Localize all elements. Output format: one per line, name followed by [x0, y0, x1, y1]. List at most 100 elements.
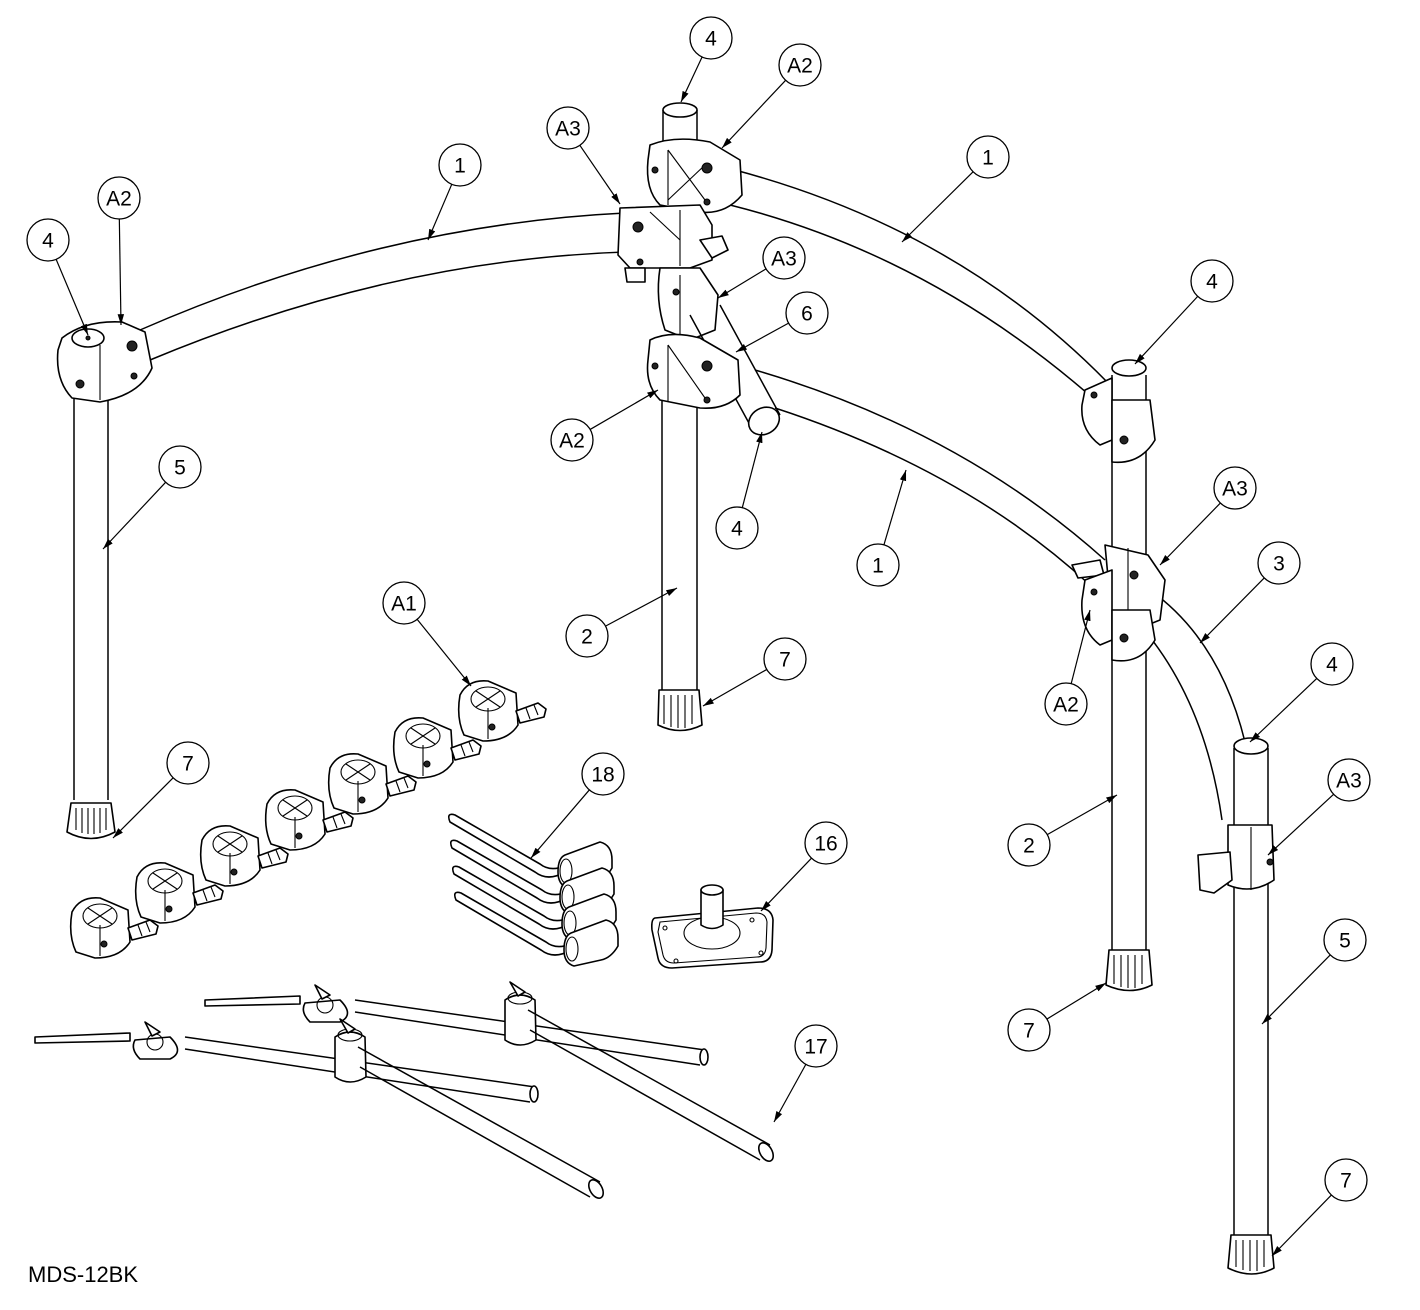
callout-mount-plate: 16 — [760, 821, 848, 912]
callout-label: 3 — [1273, 553, 1285, 576]
center-top-end-cap — [662, 102, 698, 118]
callout-bubble — [794, 1024, 838, 1068]
callout-bubble — [97, 176, 141, 220]
callout-center-mid-clamp: A3 — [717, 236, 806, 299]
callout-label: A2 — [559, 430, 585, 453]
callout-label: 4 — [42, 230, 54, 253]
callout-label: 5 — [174, 457, 186, 480]
right-lower-clamp — [1081, 569, 1156, 662]
leader-line — [1134, 295, 1199, 365]
side-leg-foot — [1227, 1234, 1275, 1275]
callout-label: 4 — [731, 518, 743, 541]
callout-label: 1 — [454, 155, 466, 178]
callout-bubble — [1257, 541, 1301, 585]
leader-line — [102, 481, 167, 550]
callout-bubble — [1324, 1158, 1368, 1202]
callout-label: A3 — [771, 248, 797, 271]
callout-label: 7 — [182, 753, 194, 776]
right-upper-curved-bar — [729, 169, 1111, 401]
tom-clamps — [69, 679, 547, 959]
callout-bubble — [166, 741, 210, 785]
tom-clamp — [457, 679, 547, 742]
leader-line — [1249, 678, 1318, 743]
leader-line — [117, 218, 125, 326]
callout-l-rods: 18 — [530, 752, 625, 859]
left-curved-bar — [139, 212, 626, 361]
callout-center-upper-clamp: A3 — [546, 106, 621, 205]
callout-bubble — [158, 445, 202, 489]
tom-clamp — [69, 896, 159, 959]
callout-center-top-end-cap: 4 — [680, 16, 733, 103]
leader-line — [702, 668, 768, 707]
callout-bubble — [1044, 682, 1088, 726]
leader-line — [1070, 609, 1091, 684]
side-leg-clamp — [1197, 824, 1275, 894]
right-leg-foot — [1105, 949, 1153, 992]
leader-line — [1046, 982, 1107, 1020]
tom-clamp — [264, 788, 354, 851]
model-number-label: MDS-12BK — [28, 1262, 139, 1287]
callout-label: 17 — [804, 1036, 827, 1059]
callout-bubble — [1007, 1008, 1051, 1052]
mount-plate — [651, 884, 774, 969]
callout-extension-bar-end-cap: 4 — [715, 431, 763, 550]
leader-line — [1271, 1194, 1332, 1257]
callout-label: A2 — [787, 55, 813, 78]
callout-label: 1 — [872, 555, 884, 578]
callout-layer: 4A21A34A21A36A2414A3A234A357272757A11816… — [26, 16, 1371, 1257]
callout-left-leg: 5 — [102, 445, 202, 550]
leader-line — [579, 144, 621, 205]
leader-line — [1046, 794, 1118, 836]
callout-bubble — [565, 614, 609, 658]
callout-bubble — [778, 43, 822, 87]
callout-label: 5 — [1339, 930, 1351, 953]
leader-line — [1267, 793, 1334, 856]
callout-center-top-clamp: A2 — [721, 43, 822, 149]
callout-side-curved-bar: 3 — [1199, 541, 1301, 644]
callout-left-top-end-cap: 4 — [26, 218, 89, 336]
callout-center-lower-clamp: A2 — [550, 389, 659, 462]
cymbal-boom-arms — [34, 981, 775, 1199]
center-leg-foot — [657, 689, 703, 732]
callout-bubble — [689, 16, 733, 60]
callout-bubble — [762, 236, 806, 280]
callout-side-leg-clamp: A3 — [1267, 758, 1371, 856]
tom-clamp — [134, 861, 224, 924]
leader-line — [589, 389, 659, 430]
boom-arm — [34, 1018, 605, 1199]
callout-bubble — [382, 581, 426, 625]
leader-line — [1261, 954, 1331, 1025]
callout-bubble — [1007, 823, 1051, 867]
callout-right-mid-clamp: A3 — [1159, 466, 1257, 566]
callout-right-lower-curved-bar: 1 — [856, 469, 907, 587]
callout-label: 2 — [581, 626, 593, 649]
tom-clamp — [199, 824, 289, 887]
right-leg — [1111, 375, 1147, 950]
callout-left-curved-bar: 1 — [427, 143, 482, 241]
extension-bar-end-cap — [747, 406, 781, 436]
callout-center-leg-foot: 7 — [702, 637, 807, 707]
callout-left-leg-foot: 7 — [112, 741, 210, 839]
tom-clamp — [327, 752, 417, 815]
callout-bubble — [1323, 918, 1367, 962]
callout-left-corner-clamp: A2 — [97, 176, 141, 326]
callout-bubble — [1310, 642, 1354, 686]
center-top-clamp — [646, 138, 743, 214]
boom-arm — [204, 981, 775, 1162]
callout-bubble — [804, 821, 848, 865]
callout-side-leg: 5 — [1261, 918, 1367, 1025]
callout-bubble — [546, 106, 590, 150]
center-leg — [661, 395, 698, 690]
right-top-clamp — [1081, 377, 1156, 464]
callout-cymbal-boom-arms: 17 — [773, 1024, 838, 1123]
callout-bubble — [856, 543, 900, 587]
leader-line — [773, 1064, 807, 1123]
l-rod — [454, 891, 619, 967]
leader-line — [427, 184, 453, 241]
leader-line — [883, 469, 907, 546]
callout-side-leg-foot: 7 — [1271, 1158, 1368, 1257]
callout-short-extension-bar: 6 — [735, 291, 829, 353]
center-lower-clamp — [646, 333, 741, 410]
leader-line — [530, 789, 590, 859]
